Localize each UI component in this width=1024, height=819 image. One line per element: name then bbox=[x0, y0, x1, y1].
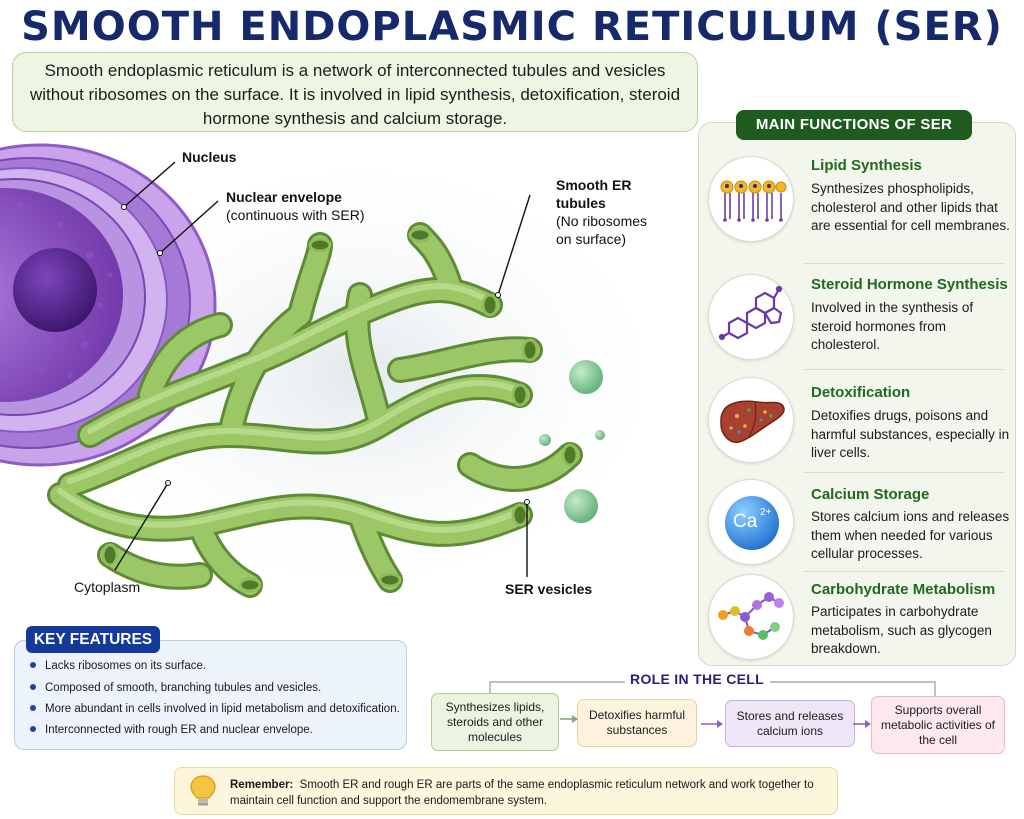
function-desc: Participates in carbohydrate metabolism,… bbox=[811, 604, 992, 656]
role-title: ROLE IN THE CELL bbox=[630, 671, 764, 687]
liver-icon bbox=[708, 377, 794, 463]
function-calcium-storage: Ca 2+ Calcium Storage Stores calcium ion… bbox=[705, 476, 1010, 576]
function-title: Carbohydrate Metabolism bbox=[811, 581, 996, 598]
bullet bbox=[30, 662, 36, 668]
arrow-right-icon bbox=[560, 715, 578, 723]
bullet bbox=[30, 684, 36, 690]
label-cytoplasm: Cytoplasm bbox=[74, 579, 141, 595]
arrow-right-icon bbox=[701, 720, 723, 728]
role-step-lipids: Synthesizes lipids, steroids and other m… bbox=[431, 693, 559, 751]
key-features-header: KEY FEATURES bbox=[26, 626, 160, 653]
phospholipid-icon bbox=[708, 156, 794, 242]
calcium-charge: 2+ bbox=[760, 507, 772, 518]
key-feature-item: Composed of smooth, branching tubules an… bbox=[30, 682, 321, 694]
divider bbox=[804, 369, 1004, 370]
role-step-detox: Detoxifies harmful substances bbox=[577, 699, 697, 747]
calcium-ion-icon: Ca 2+ bbox=[708, 479, 794, 565]
divider bbox=[804, 571, 1004, 572]
ser-vesicles bbox=[539, 360, 605, 523]
steroid-molecule-icon bbox=[708, 274, 794, 360]
functions-header: MAIN FUNCTIONS OF SER bbox=[736, 110, 972, 140]
label-nuclear-envelope: Nuclear envelope (continuous with SER) bbox=[226, 189, 365, 223]
nucleus bbox=[0, 188, 123, 402]
role-step-calcium: Stores and releases calcium ions bbox=[725, 700, 855, 747]
key-features-box bbox=[14, 640, 407, 750]
leader-lines bbox=[114, 161, 531, 577]
ser-tubule-network bbox=[47, 222, 583, 598]
page-title: SMOOTH ENDOPLASMIC RETICULUM (SER) bbox=[21, 4, 1003, 50]
function-desc: Synthesizes phospholipids, cholesterol a… bbox=[811, 181, 1010, 233]
nucleolus bbox=[13, 248, 97, 332]
remember-box bbox=[174, 767, 838, 815]
function-desc: Detoxifies drugs, poisons and harmful su… bbox=[811, 408, 1010, 460]
key-feature-item: More abundant in cells involved in lipid… bbox=[30, 703, 400, 715]
role-step-metabolism: Supports overall metabolic activities of… bbox=[871, 696, 1005, 754]
arrow-right-icon bbox=[853, 720, 871, 728]
function-detoxification: Detoxification Detoxifies drugs, poisons… bbox=[705, 376, 1010, 476]
function-title: Calcium Storage bbox=[811, 486, 930, 503]
lightbulb-icon bbox=[190, 775, 216, 806]
key-feature-item: Interconnected with rough ER and nuclear… bbox=[30, 724, 313, 736]
function-steroid-hormone-synthesis: Steroid Hormone Synthesis Involved in th… bbox=[705, 270, 1010, 370]
function-title: Steroid Hormone Synthesis bbox=[811, 276, 1008, 293]
calcium-symbol: Ca bbox=[733, 511, 758, 532]
glycogen-chain-icon bbox=[708, 574, 794, 660]
divider bbox=[804, 263, 1004, 264]
function-carbohydrate-metabolism: Carbohydrate Metabolism Participates in … bbox=[705, 574, 1010, 666]
intro-description: Smooth endoplasmic reticulum is a networ… bbox=[12, 52, 698, 132]
function-desc: Stores calcium ions and releases them wh… bbox=[811, 509, 1010, 561]
label-nucleus: Nucleus bbox=[182, 149, 237, 165]
remember-text: Remember: Smooth ER and rough ER are par… bbox=[230, 779, 814, 807]
function-desc: Involved in the synthesis of steroid hor… bbox=[811, 300, 974, 352]
bullet bbox=[30, 726, 36, 732]
key-feature-item: Lacks ribosomes on its surface. bbox=[30, 660, 206, 672]
label-ser-vesicles: SER vesicles bbox=[505, 581, 593, 597]
label-ser-tubules: Smooth ER tubules (No ribosomes on surfa… bbox=[556, 177, 648, 247]
divider bbox=[804, 472, 1004, 473]
function-title: Detoxification bbox=[811, 384, 911, 401]
function-lipid-synthesis: Lipid Synthesis Synthesizes phospholipid… bbox=[705, 154, 1010, 254]
ser-illustration bbox=[0, 143, 680, 605]
bullet bbox=[30, 705, 36, 711]
function-title: Lipid Synthesis bbox=[811, 157, 922, 174]
